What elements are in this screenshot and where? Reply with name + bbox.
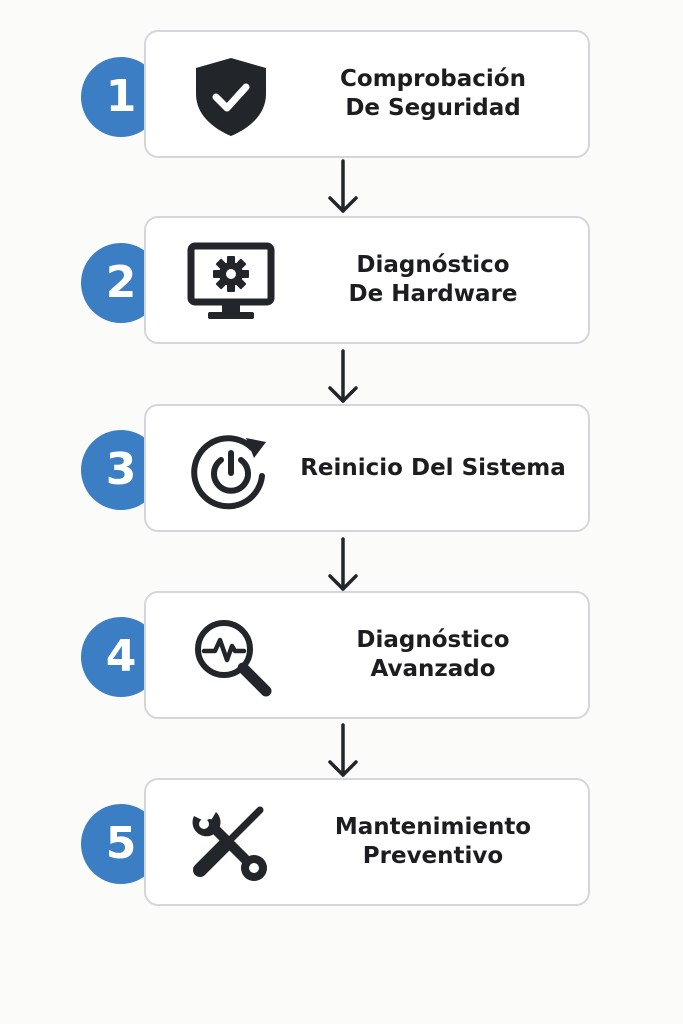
- step-5-title-line-1: Mantenimiento: [334, 814, 532, 840]
- step-5-title: Mantenimiento Preventivo: [286, 780, 580, 904]
- step-1-title-line-2: De Seguridad: [345, 95, 521, 121]
- step-4-title-line-1: Diagnóstico: [356, 627, 510, 653]
- step-2-title-line-2: De Hardware: [348, 281, 518, 307]
- step-3-card: Reinicio Del Sistema: [144, 404, 590, 532]
- step-1-title: Comprobación De Seguridad: [286, 32, 580, 156]
- magnifier-pulse-icon: [186, 615, 276, 699]
- step-1-card: Comprobación De Seguridad: [144, 30, 590, 158]
- arrow-down-icon: [325, 722, 361, 780]
- wrench-screwdriver-icon: [186, 802, 276, 886]
- arrow-down-icon: [325, 536, 361, 594]
- step-3-title: Reinicio Del Sistema: [286, 406, 580, 530]
- step-5-title-line-2: Preventivo: [362, 843, 504, 869]
- step-4-title: Diagnóstico Avanzado: [286, 593, 580, 717]
- arrow-down-icon: [325, 348, 361, 406]
- step-3-title-line-1: Reinicio Del Sistema: [300, 454, 566, 481]
- step-4-title-line-2: Avanzado: [370, 656, 496, 682]
- step-2-title: Diagnóstico De Hardware: [286, 218, 580, 342]
- step-4-card: Diagnóstico Avanzado: [144, 591, 590, 719]
- step-2-card: Diagnóstico De Hardware: [144, 216, 590, 344]
- step-2-title-line-1: Diagnóstico: [356, 252, 510, 278]
- power-restart-icon: [186, 428, 276, 512]
- step-1-title-line-1: Comprobación: [340, 66, 526, 92]
- monitor-gear-icon: [186, 240, 276, 324]
- step-5-card: Mantenimiento Preventivo: [144, 778, 590, 906]
- arrow-down-icon: [325, 158, 361, 216]
- shield-check-icon: [186, 54, 276, 138]
